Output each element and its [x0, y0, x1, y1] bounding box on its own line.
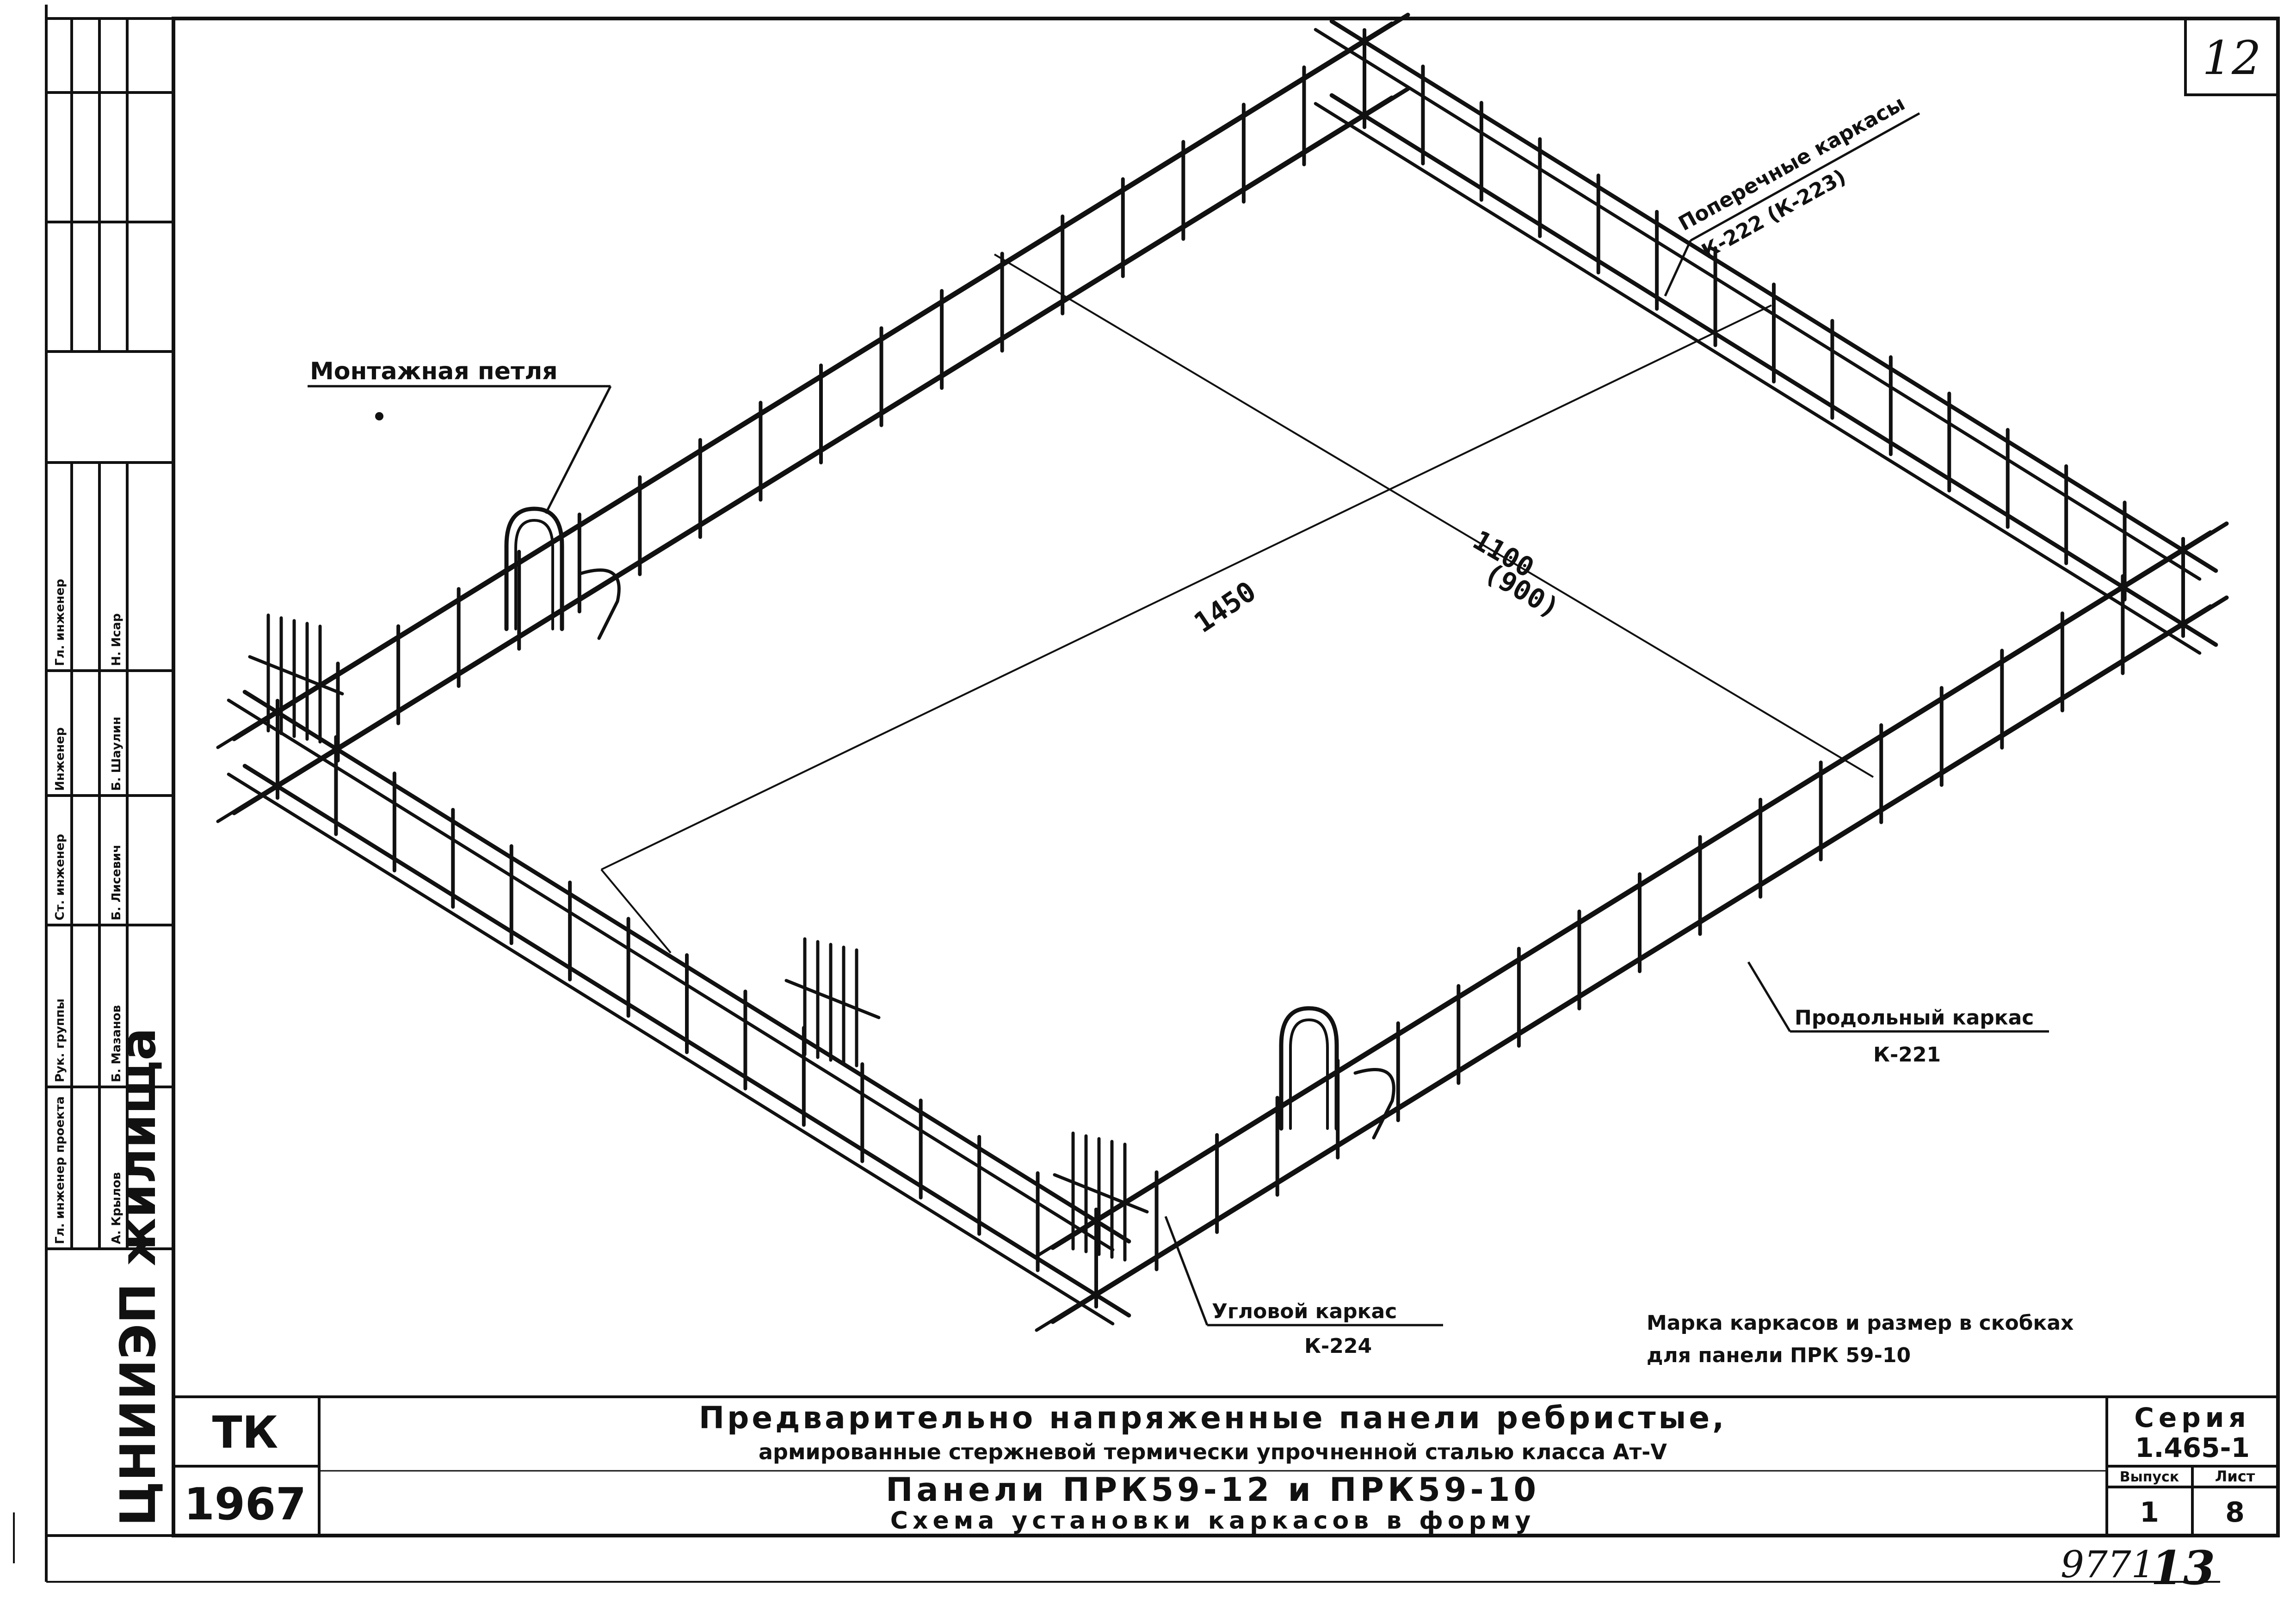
archive-number: 9771 [2061, 1543, 2155, 1586]
longitudinal-cage-right [1035, 521, 2229, 1332]
title-block [172, 1395, 2279, 1537]
series-label: Серия [2134, 1402, 2250, 1433]
frame-top-rod [227, 698, 1115, 1252]
frame-bottom-rod [227, 772, 1115, 1326]
stamp-role: Гл. инженер проекта [53, 1096, 67, 1244]
transverse-cage-front [227, 690, 1131, 1326]
title-line-3: Панели ПРК59-12 и ПРК59-10 [886, 1471, 1540, 1509]
archive-sheet: 13 [2151, 1541, 2215, 1595]
corner-rod [1053, 1173, 1149, 1214]
lifting-loop-rod [514, 518, 554, 630]
stamp-role: Ст. инженер [53, 834, 67, 920]
issue-label: Выпуск [2120, 1469, 2179, 1485]
title-year: 1967 [184, 1479, 306, 1530]
lifting-loop-left [504, 506, 621, 640]
frame-top-rod [1035, 530, 2212, 1258]
corner-cage-label: Угловой каркас [1212, 1300, 1397, 1323]
note-line-2: для панели ПРК 59-10 [1647, 1344, 1911, 1367]
corner-cage-left [248, 613, 344, 744]
lifting-loop-rod [1279, 1006, 1339, 1131]
note-line-1: Марка каркасов и размер в скобках [1647, 1311, 2074, 1335]
frame-top-rod [1314, 28, 2202, 581]
left-stamp-strip [45, 17, 175, 1537]
stamp-name: А. Крылов [110, 1172, 123, 1244]
lifting-loop-hook [579, 568, 621, 640]
corner-cage-mark: К-224 [1304, 1334, 1372, 1358]
series-value: 1.465-1 [2135, 1432, 2250, 1463]
rebar-cage-drawing [216, 12, 2229, 1332]
title-line-1: Предварительно напряженные панели ребрис… [699, 1400, 1727, 1436]
frame-bottom-rod [1035, 604, 2212, 1332]
callout-leaders [308, 112, 2049, 1327]
longitudinal-cage-left [216, 12, 1410, 823]
page-label: Лист [2215, 1468, 2255, 1485]
stamp-name: Н. Исар [110, 613, 123, 666]
longitudinal-cage-label: Продольный каркас [1795, 1006, 2034, 1030]
title-line-4: Схема установки каркасов в форму [890, 1507, 1536, 1535]
title-line-2: армированные стержневой термически упроч… [759, 1439, 1667, 1464]
frame-top-rod [216, 21, 1394, 749]
dimension-lines [600, 253, 1874, 954]
stamp-name: Б. Мазанов [110, 1005, 123, 1082]
lifting-loop-label: Монтажная петля [310, 358, 558, 385]
stamp-role: Гл. инженер [53, 579, 67, 666]
issue-value: 1 [2140, 1496, 2159, 1529]
corner-cage-front [1053, 1131, 1149, 1262]
corner-rod [248, 655, 344, 696]
longitudinal-cage-mark: К-221 [1873, 1043, 1941, 1067]
stamp-name: Б. Лисевич [110, 845, 123, 920]
lifting-loop-hook [1353, 1068, 1395, 1140]
institute-name: ЦНИИЭП жилища [110, 1028, 167, 1526]
stamp-name: Б. Шаулин [110, 716, 123, 791]
frame-bottom-rod [216, 95, 1394, 823]
lifting-loop-front [1279, 1006, 1395, 1140]
lifting-loop-marker [375, 412, 383, 420]
length-dimension: 1450 [1188, 575, 1262, 640]
frame-bottom-rod [1314, 102, 2202, 655]
corner-cage-front-left [784, 937, 881, 1067]
sheet-number: 12 [2202, 31, 2261, 85]
sheet-frame [13, 5, 2280, 1583]
transverse-cage-back [1314, 19, 2218, 655]
stamp-role: Инженер [53, 728, 67, 791]
sheet-number-box: 12 [2184, 17, 2279, 96]
stamp-role: Рук. группы [53, 999, 67, 1082]
page-value: 8 [2225, 1496, 2245, 1529]
lifting-loop-rod [1289, 1018, 1329, 1130]
title-code: ТК [212, 1407, 278, 1458]
corner-rod [784, 979, 881, 1019]
lifting-loop-rod [504, 506, 564, 631]
